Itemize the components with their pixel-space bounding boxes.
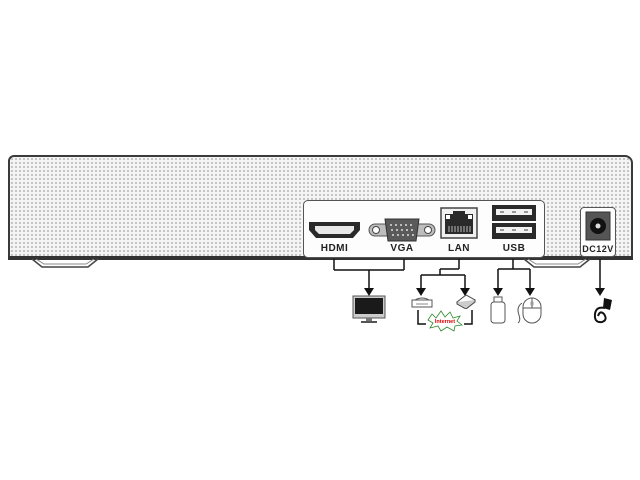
internet-label: Internet (435, 319, 455, 325)
left-foot (31, 258, 99, 268)
chassis-base-edge (8, 256, 633, 260)
monitor-icon (352, 295, 386, 323)
hdmi-label: HDMI (320, 243, 349, 254)
vga-label: VGA (390, 243, 414, 254)
router-icon (411, 297, 433, 308)
usb-ports-icon[interactable] (490, 203, 538, 241)
internet-cloud-icon: Internet (417, 310, 473, 332)
connection-lines (333, 259, 605, 296)
usb-label: USB (502, 243, 526, 254)
dc12v-label: DC12V (582, 244, 614, 254)
lan-label: LAN (447, 243, 471, 254)
lan-port-icon[interactable] (440, 207, 478, 239)
mouse-icon (517, 297, 542, 324)
usb-flash-drive-icon (490, 296, 506, 324)
switch-icon (456, 294, 476, 309)
vga-port-icon[interactable] (368, 217, 436, 243)
right-foot (523, 258, 591, 268)
power-adapter-icon (593, 298, 612, 324)
hdmi-port-icon[interactable] (307, 220, 362, 240)
dc-power-jack-icon[interactable] (585, 211, 611, 241)
